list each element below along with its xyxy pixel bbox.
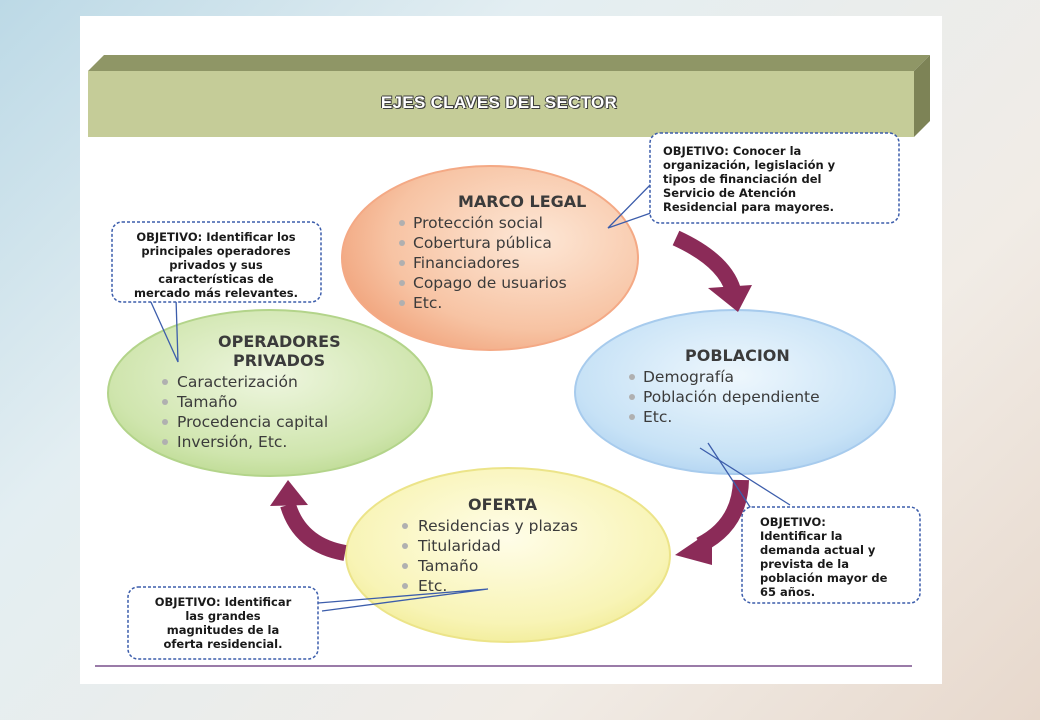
arrow-oferta-to-operadores xyxy=(270,480,347,561)
poblacion-bullet xyxy=(629,414,635,420)
marco-legal-item: Etc. xyxy=(413,294,442,312)
callout-oferta-line: las grandes xyxy=(185,609,260,623)
marco-legal-bullet xyxy=(399,280,405,286)
marco-legal-item: Copago de usuarios xyxy=(413,274,567,292)
operadores-item: Procedencia capital xyxy=(177,413,328,431)
marco-legal-item: Financiadores xyxy=(413,254,520,272)
oferta-title: OFERTA xyxy=(468,495,538,514)
callout-operadores-line: características de xyxy=(158,272,274,286)
callout-poblacion-line: Identificar la xyxy=(760,529,842,543)
callout-marco-box xyxy=(649,132,900,224)
oferta-bullet xyxy=(402,523,408,529)
marco-legal-item: Protección social xyxy=(413,214,543,232)
arrow-marco-to-poblacion xyxy=(672,230,752,312)
callout-marco-line: OBJETIVO: Conocer la xyxy=(663,144,801,158)
operadores-item: Caracterización xyxy=(177,373,298,391)
marco-legal-item: Cobertura pública xyxy=(413,234,552,252)
oferta-item: Titularidad xyxy=(417,537,501,555)
poblacion-title: POBLACION xyxy=(685,346,790,365)
callout-marco-line: Servicio de Atención xyxy=(663,186,796,200)
callout-oferta-line: magnitudes de la xyxy=(167,623,279,637)
callout-operadores-line: OBJETIVO: Identificar los xyxy=(136,230,295,244)
operadores-title: PRIVADOS xyxy=(233,351,325,370)
callout-oferta-line: OBJETIVO: Identificar xyxy=(155,595,292,609)
callout-operadores-box xyxy=(111,221,322,303)
oferta-bullet xyxy=(402,563,408,569)
marco-legal-ellipse xyxy=(341,165,639,351)
callout-operadores-line: privados y sus xyxy=(169,258,263,272)
marco-legal-bullet xyxy=(399,260,405,266)
operadores-item: Inversión, Etc. xyxy=(177,433,287,451)
oferta-item: Tamaño xyxy=(417,557,478,575)
poblacion-ellipse xyxy=(574,309,896,475)
marco-legal-title: MARCO LEGAL xyxy=(458,192,586,211)
callout-poblacion-box xyxy=(741,506,921,604)
operadores-bullet xyxy=(162,399,168,405)
callout-marco-line: tipos de financiación del xyxy=(663,172,821,186)
callout-oferta-box xyxy=(127,586,319,660)
callout-operadores-line: mercado más relevantes. xyxy=(134,286,298,300)
poblacion-item: Demografía xyxy=(643,368,734,386)
operadores-title: OPERADORES xyxy=(218,332,341,351)
oferta-bullet xyxy=(402,543,408,549)
poblacion-item: Población dependiente xyxy=(643,388,820,406)
operadores-bullet xyxy=(162,439,168,445)
callout-operadores-line: principales operadores xyxy=(141,244,290,258)
callout-poblacion-line: prevista de la xyxy=(760,557,849,571)
marco-legal-bullet xyxy=(399,220,405,226)
oferta-bullet xyxy=(402,583,408,589)
poblacion-bullet xyxy=(629,394,635,400)
callout-poblacion-line: OBJETIVO: xyxy=(760,515,826,529)
operadores-bullet xyxy=(162,419,168,425)
oferta-item: Etc. xyxy=(418,577,447,595)
operadores-bullet xyxy=(162,379,168,385)
oferta-item: Residencias y plazas xyxy=(418,517,578,535)
marco-legal-bullet xyxy=(399,240,405,246)
oferta-ellipse xyxy=(345,467,671,643)
callout-poblacion-line: demanda actual y xyxy=(760,543,876,557)
poblacion-item: Etc. xyxy=(643,408,672,426)
callout-oferta-line: oferta residencial. xyxy=(164,637,283,651)
poblacion-bullet xyxy=(629,374,635,380)
callout-pointers xyxy=(149,179,791,612)
title-banner xyxy=(88,55,930,137)
callout-poblacion-line: población mayor de xyxy=(760,571,888,585)
arrow-poblacion-to-oferta xyxy=(675,479,749,565)
callout-marco-line: organización, legislación y xyxy=(663,158,836,172)
operadores-ellipse xyxy=(107,309,433,477)
marco-legal-bullet xyxy=(399,300,405,306)
page-title: EJES CLAVES DEL SECTOR xyxy=(380,93,618,112)
callout-marco-line: Residencial para mayores. xyxy=(663,200,834,214)
callout-poblacion-line: 65 años. xyxy=(760,585,815,599)
operadores-item: Tamaño xyxy=(176,393,237,411)
